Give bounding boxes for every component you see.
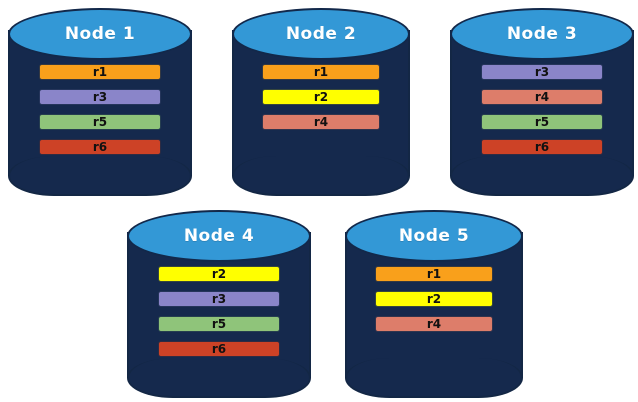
node-3[interactable]: Node 3 r3 r4 r5 r6	[450, 8, 634, 196]
replica-label: r1	[313, 65, 329, 79]
replica-bar-r4[interactable]: r4	[375, 316, 493, 332]
node-4-title: Node 4	[183, 226, 255, 246]
replica-label: r4	[313, 115, 329, 129]
node-1[interactable]: Node 1 r1 r3 r5 r6	[8, 8, 192, 196]
node-5[interactable]: Node 5 r1 r2 r4	[345, 210, 523, 398]
replica-bar-r1[interactable]: r1	[262, 64, 380, 80]
replica-bar-r2[interactable]: r2	[158, 266, 280, 282]
replica-bar-r1[interactable]: r1	[375, 266, 493, 282]
node-5-title: Node 5	[398, 226, 470, 246]
replica-bar-r4[interactable]: r4	[262, 114, 380, 130]
node-3-cylinder-top: Node 3	[450, 8, 634, 60]
replica-label: r3	[211, 292, 227, 306]
replica-bar-r5[interactable]: r5	[158, 316, 280, 332]
replica-bar-r3[interactable]: r3	[158, 291, 280, 307]
node-2-cylinder-bottom	[232, 156, 410, 196]
node-2-replica-list: r1 r2 r4	[232, 64, 410, 130]
replica-bar-r3[interactable]: r3	[39, 89, 161, 105]
node-4-replica-list: r2 r3 r5 r6	[127, 266, 311, 357]
node-4-cylinder-top: Node 4	[127, 210, 311, 262]
node-3-replica-list: r3 r4 r5 r6	[450, 64, 634, 155]
node-2-title: Node 2	[285, 24, 357, 44]
replica-bar-r6[interactable]: r6	[158, 341, 280, 357]
node-1-cylinder-bottom	[8, 156, 192, 196]
replica-bar-r2[interactable]: r2	[262, 89, 380, 105]
replica-label: r2	[211, 267, 227, 281]
replica-label: r4	[426, 317, 442, 331]
replica-label: r6	[92, 140, 108, 154]
replica-bar-r5[interactable]: r5	[39, 114, 161, 130]
node-1-cylinder-top: Node 1	[8, 8, 192, 60]
node-2[interactable]: Node 2 r1 r2 r4	[232, 8, 410, 196]
replica-label: r5	[534, 115, 550, 129]
node-1-title: Node 1	[64, 24, 136, 44]
replica-label: r5	[211, 317, 227, 331]
node-1-replica-list: r1 r3 r5 r6	[8, 64, 192, 155]
replica-label: r1	[92, 65, 108, 79]
replica-label: r6	[534, 140, 550, 154]
node-4-cylinder-bottom	[127, 358, 311, 398]
node-3-title: Node 3	[506, 24, 578, 44]
replica-label: r3	[92, 90, 108, 104]
node-5-cylinder-bottom	[345, 358, 523, 398]
replica-bar-r1[interactable]: r1	[39, 64, 161, 80]
node-5-cylinder-top: Node 5	[345, 210, 523, 262]
replica-bar-r2[interactable]: r2	[375, 291, 493, 307]
node-2-cylinder-top: Node 2	[232, 8, 410, 60]
replica-label: r3	[534, 65, 550, 79]
node-4[interactable]: Node 4 r2 r3 r5 r6	[127, 210, 311, 398]
replica-label: r6	[211, 342, 227, 356]
node-5-replica-list: r1 r2 r4	[345, 266, 523, 332]
replica-label: r4	[534, 90, 550, 104]
replica-label: r2	[426, 292, 442, 306]
replica-bar-r3[interactable]: r3	[481, 64, 603, 80]
replica-label: r2	[313, 90, 329, 104]
replica-bar-r6[interactable]: r6	[39, 139, 161, 155]
replica-bar-r4[interactable]: r4	[481, 89, 603, 105]
node-3-cylinder-bottom	[450, 156, 634, 196]
replica-bar-r5[interactable]: r5	[481, 114, 603, 130]
replica-label: r1	[426, 267, 442, 281]
replica-bar-r6[interactable]: r6	[481, 139, 603, 155]
replica-label: r5	[92, 115, 108, 129]
